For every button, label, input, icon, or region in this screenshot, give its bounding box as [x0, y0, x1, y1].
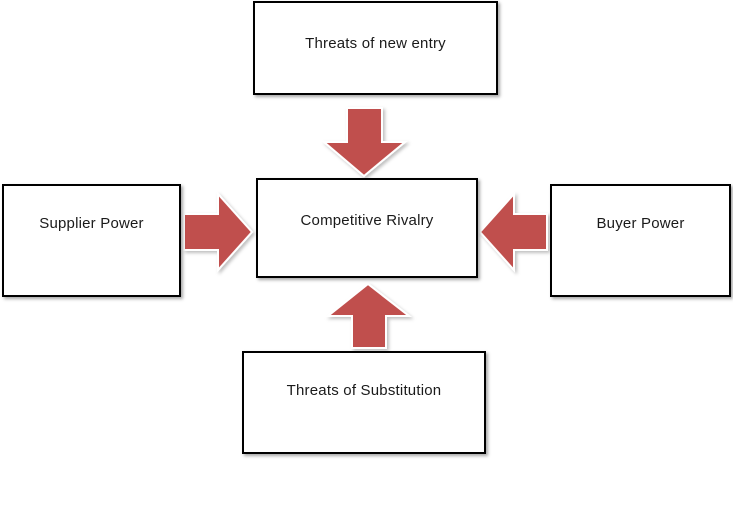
supplier-box: Supplier Power: [2, 184, 181, 297]
new-entry-box: Threats of new entry: [253, 1, 498, 95]
new-entry-label: Threats of new entry: [305, 35, 446, 52]
rivalry-label: Competitive Rivalry: [300, 212, 434, 229]
arrow-down-icon: [321, 107, 408, 178]
supplier-label: Supplier Power: [39, 215, 144, 232]
rivalry-box: Competitive Rivalry: [256, 178, 478, 278]
arrow-up-icon: [325, 282, 412, 349]
buyer-box: Buyer Power: [550, 184, 731, 297]
arrow-right-icon: [183, 191, 254, 273]
substitution-label: Threats of Substitution: [286, 382, 442, 399]
substitution-box: Threats of Substitution: [242, 351, 486, 454]
buyer-label: Buyer Power: [596, 215, 685, 232]
arrow-left-icon: [478, 191, 548, 273]
